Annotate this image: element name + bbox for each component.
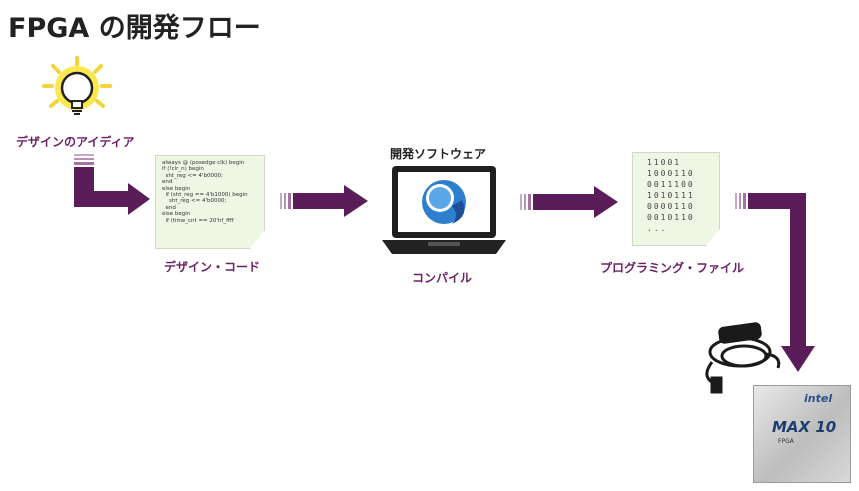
chip-subtitle: FPGA <box>778 438 794 445</box>
arrow-software-to-file <box>520 186 618 218</box>
code-line: if (time_cnt == 20'hf_ffff <box>162 217 234 224</box>
code-line: else begin <box>162 211 191 218</box>
chip-product-name: MAX 10 <box>772 418 837 436</box>
design-code-document: always @ (posedge clk) begin if (!clr_n)… <box>155 155 265 249</box>
label-dev-software: 開発ソフトウェア <box>390 147 487 161</box>
code-line: if (sht_reg == 4'b1000) begin <box>162 192 248 199</box>
label-design-code: デザイン・コード <box>164 260 261 274</box>
label-programming-file: プログラミング・ファイル <box>600 261 745 275</box>
laptop-icon <box>382 166 506 254</box>
code-line: sht_reg <= 4'b0000; <box>162 198 227 205</box>
programming-file-document: 11001 1000110 0011100 1010111 0000110 00… <box>632 152 720 246</box>
code-line: end <box>162 179 173 186</box>
label-design-idea: デザインのアイディア <box>16 135 135 149</box>
binary-line: 0011100 <box>647 180 695 189</box>
fpga-chip: intel MAX 10 FPGA <box>753 385 851 483</box>
label-compile: コンパイル <box>412 271 473 285</box>
usb-cable-icon <box>705 322 781 394</box>
arrow-idea-to-code <box>74 154 150 215</box>
binary-line: 1000110 <box>647 169 695 178</box>
binary-line: ... <box>647 224 668 233</box>
arrow-code-to-software <box>280 185 368 217</box>
arrow-file-to-chip <box>735 193 815 372</box>
page-title: FPGA の開発フロー <box>8 13 261 44</box>
binary-line: 0010110 <box>647 213 695 222</box>
binary-line: 11001 <box>647 158 682 167</box>
code-line: end <box>162 204 176 211</box>
lightbulb-icon <box>42 56 112 115</box>
binary-line: 1010111 <box>647 191 695 200</box>
code-line: if (!clr_n) begin <box>162 166 204 173</box>
code-line: else begin <box>162 185 191 192</box>
code-line: sht_reg <= 4'b0000; <box>162 172 223 179</box>
binary-line: 0000110 <box>647 202 695 211</box>
code-line: always @ (posedge clk) begin <box>162 160 245 166</box>
chip-brand-logo: intel <box>804 392 833 405</box>
